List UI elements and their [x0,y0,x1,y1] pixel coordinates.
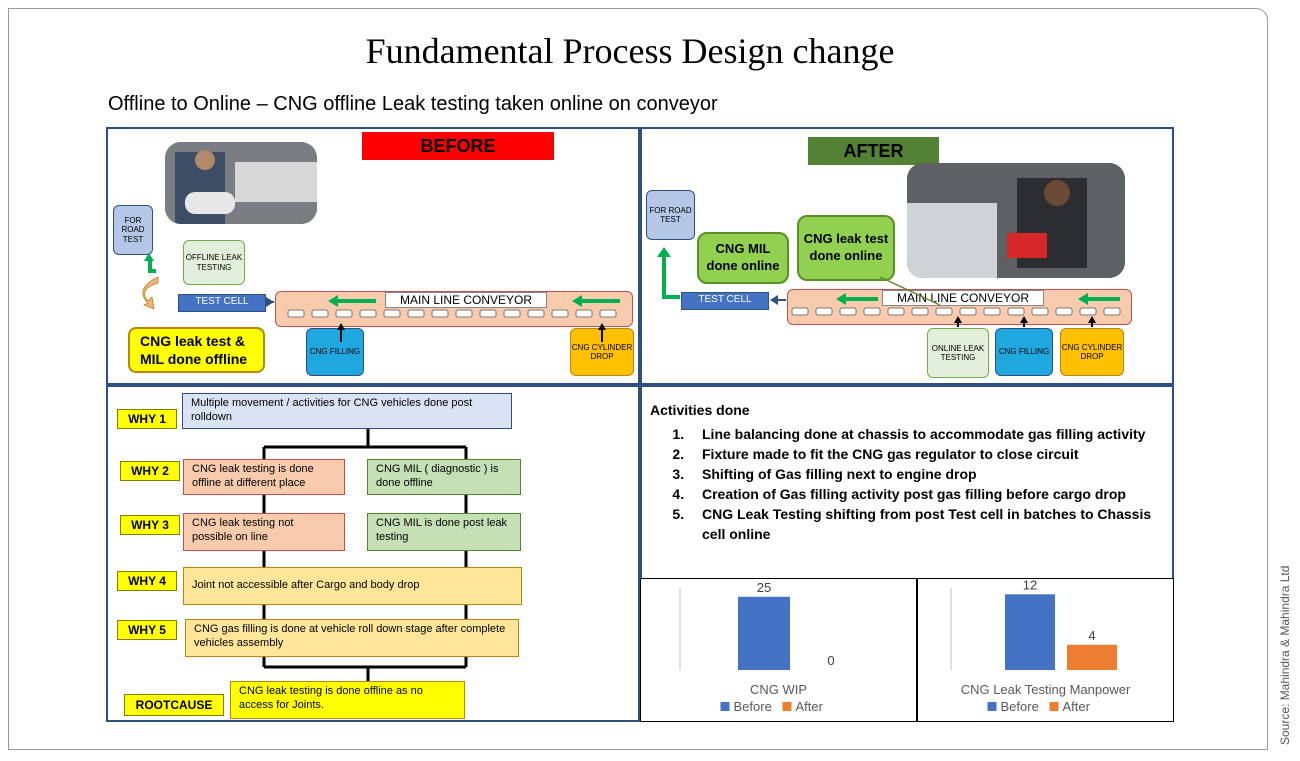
arrow-up-icon [1088,316,1096,323]
why5-box: CNG gas filling is done at vehicle roll … [185,619,519,657]
worker-photo-icon [165,142,317,224]
activity-item: Fixture made to fit the CNG gas regulato… [688,444,1170,464]
before-offline-leak-testing: OFFLINE LEAK TESTING [183,240,245,285]
activity-item: CNG Leak Testing shifting from post Test… [688,504,1170,544]
before-road-test: FOR ROAD TEST [113,205,153,255]
arrow-up-icon [598,323,606,330]
data-label: 4 [1088,628,1095,643]
rootcause-tag: ROOTCAUSE [124,694,224,716]
green-return-arrow-icon [657,247,680,299]
conveyor-cars [791,307,1121,316]
legend-swatch [782,702,792,711]
after-banner: AFTER [808,137,939,165]
after-photo [907,163,1125,278]
arrow-to-test-cell-icon [770,295,778,305]
after-road-test: FOR ROAD TEST [646,190,695,240]
before-cng-filling: CNG FILLING [306,328,364,376]
after-online-leak-testing: ONLINE LEAK TESTING [927,328,989,378]
legend-entry: After [1063,699,1091,714]
before-photo [165,142,317,224]
activity-item: Line balancing done at chassis to accomm… [688,424,1170,444]
data-label: 12 [1023,578,1037,592]
after-cng-filling: CNG FILLING [995,328,1053,376]
green-return-arrow-icon [144,253,156,273]
why2-left-box: CNG leak testing is done offline at diff… [183,459,345,495]
green-arrow-left-icon [836,293,878,305]
arrow-up-icon [1020,316,1028,323]
legend-entry: After [796,699,824,714]
activities-heading: Activities done [650,402,750,418]
after-flow-arrows [657,247,1121,327]
legend-entry: Before [734,699,772,714]
before-callout: CNG leak test & MIL done offline [128,327,265,373]
before-test-cell: TEST CELL [178,294,266,312]
slide-subtitle: Offline to Online – CNG offline Leak tes… [108,93,718,115]
legend-entry: Before [1001,699,1039,714]
why2-right-box: CNG MIL ( diagnostic ) is done offline [367,459,521,495]
arrow-up-icon [337,323,345,330]
bar-before [738,596,790,670]
activity-item: Shifting of Gas filling next to engine d… [688,464,1170,484]
slide-title: Fundamental Process Design change [365,31,895,71]
before-conveyor-label: MAIN LINE CONVEYOR [385,292,547,308]
after-leak-online-callout: CNG leak test done online [797,215,895,281]
x-axis-label: CNG WIP [750,682,807,697]
source-credit: Source: Mahindra & Mahindra Ltd [1278,565,1292,745]
green-arrow-left-icon [328,295,376,307]
green-arrow-left-icon [572,295,620,307]
legend-swatch [987,702,997,711]
why4-tag: WHY 4 [117,571,177,591]
conveyor-cars [287,309,617,318]
bar-after [1067,644,1117,670]
arrow-up-icon [954,316,962,323]
x-axis-label: CNG Leak Testing Manpower [961,682,1131,697]
legend-swatch [1049,702,1059,711]
why-tree-lines [262,429,468,681]
before-flow-arrows [142,253,620,342]
data-label: 25 [757,580,771,595]
why1-tag: WHY 1 [117,409,177,429]
why3-right-box: CNG MIL is done post leak testing [367,513,521,551]
why5-tag: WHY 5 [117,620,177,640]
after-mil-online-callout: CNG MIL done online [697,232,789,284]
rootcause-box: CNG leak testing is done offline as no a… [230,681,465,719]
callout-pointer [879,276,941,306]
legend-swatch [720,702,730,711]
after-test-cell: TEST CELL [681,292,769,310]
curved-arrow-icon [142,276,159,310]
after-cylinder-drop: CNG CYLINDER DROP [1060,328,1124,376]
why3-left-box: CNG leak testing not possible on line [183,513,345,551]
why1-box: Multiple movement / activities for CNG v… [182,393,512,429]
why2-tag: WHY 2 [120,461,180,481]
after-conveyor-label: MAIN LINE CONVEYOR [882,290,1044,306]
arrow-to-test-cell-icon [266,297,274,307]
worker-photo-icon [907,163,1125,278]
why4-box: Joint not accessible after Cargo and bod… [183,567,522,605]
activities-list: Activities done Line balancing done at c… [650,400,1170,544]
bar-before [1005,594,1055,670]
before-banner: BEFORE [362,132,554,160]
green-arrow-left-icon [1078,293,1120,305]
data-label: 0 [827,653,834,668]
why3-tag: WHY 3 [120,515,180,535]
activity-item: Creation of Gas filling activity post ga… [688,484,1170,504]
